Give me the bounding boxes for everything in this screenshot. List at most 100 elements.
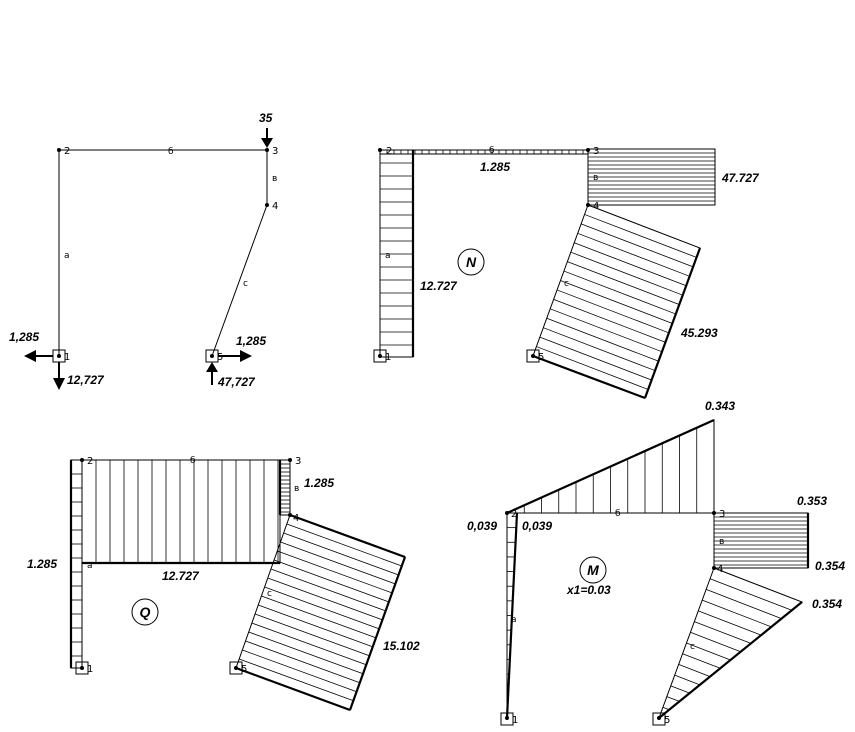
arrow-up-icon [206,362,218,385]
hatch-line [563,270,677,315]
q-member-c-fill [235,514,406,711]
hatch-line [283,532,399,576]
hatch-line [556,289,670,334]
m-value-node2-left: 0,039 [467,519,497,533]
q-node-5-label: 5 [241,664,247,675]
hatch-line [577,232,690,277]
hatch-line [539,336,653,381]
hatch-line [536,346,649,390]
hatch-line [670,685,690,694]
q-member-b-hatching [95,460,279,563]
m-member-v-hatching [714,516,808,566]
hatch-line [258,604,374,648]
n-support-1 [373,349,387,363]
diagram-q: 2 3 4 1 5 а б в с 1.285 1.285 12.727 15.… [27,456,420,712]
q-member-b-label: б [190,456,196,466]
hatch-line [251,622,368,666]
hatch-line [560,280,673,324]
q-diagram-badge [131,598,159,626]
n-node-5-label: 5 [538,352,544,363]
q-value-v: 1.285 [304,476,334,490]
q-node-4-label: 4 [293,513,299,524]
m-value-node2-right: 0,039 [522,519,552,533]
q-node-3-label: 3 [295,456,301,467]
hatch-line [570,251,683,296]
n-member-c-label: с [564,279,569,289]
hatch-line [702,599,772,628]
scheme-reaction-5-v: 47,727 [217,375,256,389]
q-diagram-label: Q [140,604,151,620]
scheme-reaction-5-h: 1,285 [236,334,266,348]
hatch-line [682,653,721,669]
q-member-a-fill [70,459,83,669]
hatch-line [678,664,711,677]
m-member-a-hatching [507,527,517,704]
hatch-line [690,631,741,653]
hatch-line [567,261,680,305]
hatch-line [694,621,752,644]
arrow-right-icon [218,350,252,362]
hatch-line [239,658,355,702]
hatch-line [286,523,402,567]
q-member-v-hatching [280,463,290,513]
hatch-line [709,578,792,611]
n-value-v: 47.727 [721,171,760,185]
n-member-b-hatching [386,150,584,154]
hatch-line [553,299,666,343]
hatch-line [280,541,396,585]
hatch-line [580,223,694,268]
n-diagram-label: N [466,254,477,270]
m-support-5 [652,712,666,726]
hatch-line [584,214,697,258]
hatch-line [674,674,701,686]
m-member-a-label: а [511,615,517,625]
m-diagram-label: M [587,562,599,578]
n-value-a: 12.727 [420,279,458,293]
m-node-1-label: 1 [512,715,518,726]
hatch-line [248,631,364,675]
scheme-member-v-label: в [272,174,277,184]
scheme-panel: 2 3 4 1 5 а б в с 35 1,285 12,727 [9,111,278,390]
arrow-down-icon [261,128,273,148]
hatch-line [261,595,377,639]
scheme-reaction-1-h: 1,285 [9,330,39,344]
hatch-line [277,550,393,594]
n-diagram-badge [457,248,485,276]
q-node-2-label: 2 [87,456,93,467]
q-member-v-label: в [294,484,299,494]
m-member-b-hatching [523,427,698,513]
m-member-b-label: б [615,509,621,519]
diagram-n: 2 3 4 1 5 а б в с 1.285 47.727 12.727 45… [373,146,760,400]
q-value-c: 15.102 [383,639,420,653]
m-support-1 [500,712,514,726]
scheme-node-5-label: 5 [217,352,223,363]
scheme-member-a-label: а [64,251,70,261]
hatch-line [242,649,358,693]
hatch-line [574,242,687,287]
m-member-c-hatching [662,578,792,711]
scheme-node-2-label: 2 [64,146,70,157]
n-member-c-hatching [536,214,697,390]
q-member-c-label: с [267,589,272,599]
n-member-b-label: б [489,146,495,156]
n-member-a-hatching [380,162,413,346]
diagram-m: 2 3 4 1 5 а б в с 0.343 0.353 0.354 0.35… [467,399,845,726]
q-value-a: 1.285 [27,557,57,571]
n-support-5 [526,349,540,363]
hatch-line [254,613,371,657]
n-node-1-label: 1 [385,352,391,363]
m-member-v-label: в [719,537,724,547]
m-extremum-label: x1=0.03 [566,583,611,597]
m-member-c-fill [657,567,803,720]
m-node-5-label: 5 [664,715,670,726]
scheme-load-35: 35 [259,111,273,125]
n-node-2-label: 2 [386,146,392,157]
hatch-line [546,317,659,362]
q-member-c-hatching [239,523,402,702]
scheme-node-3-label: 3 [272,146,278,157]
scheme-member-b-label: б [168,147,174,157]
hatch-line [705,589,782,619]
hatch-line [666,696,680,702]
hatch-line [245,640,361,684]
